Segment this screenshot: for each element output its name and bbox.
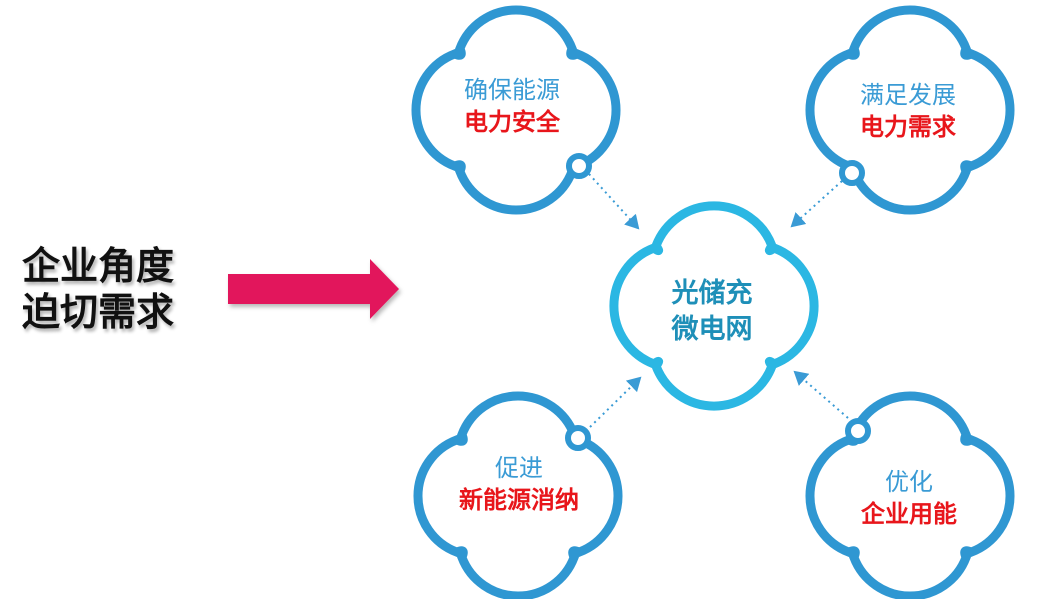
node-label-tr: 满足发展 电力需求 xyxy=(860,79,956,143)
node-bl-bottom: 新能源消纳 xyxy=(459,486,579,514)
cloud-shape-center xyxy=(609,201,819,411)
node-label-br: 优化 企业用能 xyxy=(861,466,957,530)
node-label-bl: 促进 新能源消纳 xyxy=(459,452,579,516)
knob-br xyxy=(845,418,871,444)
main-arrow xyxy=(228,259,399,319)
connector-br xyxy=(793,370,849,419)
center-label-line2: 微电网 xyxy=(671,314,753,345)
node-label-tl: 确保能源 电力安全 xyxy=(464,74,560,138)
knob-tl xyxy=(566,153,592,179)
connector-tl xyxy=(588,173,640,230)
knob-tr xyxy=(839,160,865,186)
node-br-bottom: 企业用能 xyxy=(861,500,957,528)
node-tl-top: 确保能源 xyxy=(464,76,560,104)
connector-bl xyxy=(589,376,642,428)
cloud-shape-br xyxy=(805,391,1015,599)
left-title: 企业角度 迫切需求 xyxy=(22,243,174,335)
knob-bl xyxy=(565,425,591,451)
connector-tr xyxy=(790,180,843,228)
center-label-line1: 光储充 xyxy=(671,278,753,309)
cloud-shape-tr xyxy=(805,5,1015,215)
node-tl-bottom: 电力安全 xyxy=(464,108,560,136)
left-title-line1: 企业角度 xyxy=(22,244,175,288)
node-br-top: 优化 xyxy=(885,468,933,496)
node-tr-top: 满足发展 xyxy=(860,81,956,109)
center-label: 光储充 微电网 xyxy=(672,276,753,348)
node-bl-top: 促进 xyxy=(495,454,543,482)
left-title-line2: 迫切需求 xyxy=(22,290,175,334)
node-tr-bottom: 电力需求 xyxy=(860,113,956,141)
